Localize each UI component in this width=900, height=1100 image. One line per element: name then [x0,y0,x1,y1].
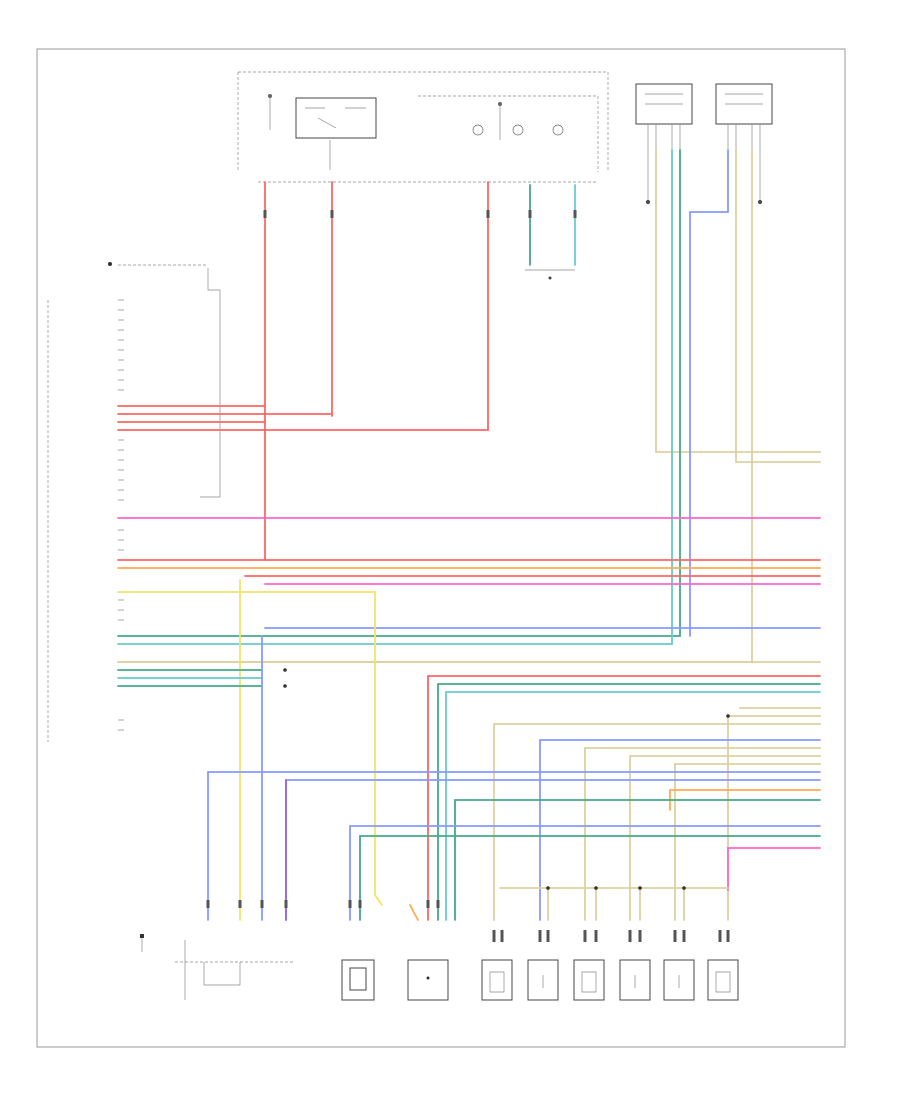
wire-tan-2 [735,149,821,463]
wire-tan-6 [727,715,821,921]
wire-red-9 [427,675,821,921]
top-right-sensors [635,83,773,204]
wire-green-5 [437,683,821,921]
wire-green-2 [117,149,681,637]
wire-blue-5 [207,771,821,921]
wire-blue-4 [539,739,821,921]
wire-green-7 [359,835,821,921]
splices [283,668,730,890]
wire-orange-3 [409,904,419,921]
wire-tan-1 [655,149,821,453]
wire-red-3 [117,181,489,431]
wire-blue-7 [349,825,821,921]
ecm-module [47,262,221,742]
diagram-border [36,48,846,1048]
bottom-components [140,934,739,1001]
bottom-sensor-center [407,959,449,1001]
wire-blue-1 [689,149,729,637]
wire-tan-7 [493,723,821,921]
wire-tan-8 [584,747,821,921]
ecm-pin-marks [118,299,124,731]
wires [117,149,821,921]
wire-tan-9 [629,755,821,921]
wire-yellow-1 [117,591,383,906]
upper-ground [525,269,575,280]
wire-blue-6 [285,779,821,921]
fuse-relay-block [237,71,609,183]
wire-green-6 [454,799,821,921]
wire-connector-marks [206,210,730,942]
wire-cyan-2 [117,149,673,645]
wire-cyan-4 [445,691,821,921]
bottom-injector-3 [573,959,605,1001]
bottom-injector-6 [707,959,739,1001]
wire-orange-2 [669,789,821,811]
bottom-injector-1 [481,959,513,1001]
wire-pink-3 [727,847,821,891]
wire-tan-10 [674,763,821,921]
